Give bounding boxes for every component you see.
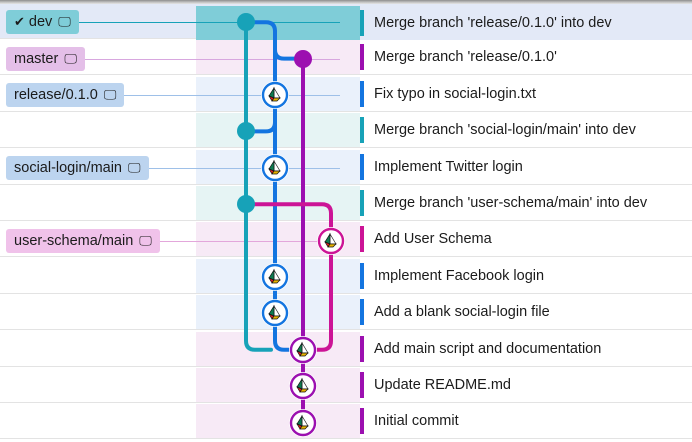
merge-commit-node[interactable] — [294, 49, 312, 68]
commit-node[interactable] — [261, 81, 289, 109]
commit-message: Update README.md — [374, 377, 511, 393]
merge-commit-node[interactable] — [237, 122, 255, 141]
table-row[interactable]: Update README.md — [0, 368, 692, 402]
table-row[interactable]: Initial commit — [0, 404, 692, 439]
row-graph-band — [196, 331, 360, 366]
branch-label-connector — [124, 95, 340, 96]
row-message-background — [360, 76, 692, 111]
window-top-edge — [0, 0, 692, 4]
row-separator — [0, 183, 692, 185]
commit-node[interactable] — [317, 226, 345, 255]
row-message-background — [360, 149, 692, 184]
row-graph-band — [196, 40, 360, 75]
branch-color-bar — [360, 226, 364, 253]
commit-node[interactable] — [261, 299, 289, 328]
branch-label-connector — [159, 240, 340, 242]
row-separator — [0, 220, 692, 221]
monitor-icon: 🖵 — [128, 160, 141, 176]
row-graph-band — [196, 404, 360, 439]
row-message-background — [360, 404, 692, 439]
row-message-background — [360, 295, 692, 330]
row-separator — [0, 438, 692, 440]
row-message-background — [360, 186, 692, 220]
branch-label-text: social-login/main — [14, 159, 122, 176]
commit-message: Add User Schema — [374, 231, 492, 248]
row-message-background — [360, 40, 692, 75]
row-message-background — [360, 222, 692, 257]
table-row[interactable]: Add a blank social-login file — [0, 295, 692, 330]
row-graph-band — [196, 113, 360, 148]
table-row[interactable]: Merge branch 'social-login/main' into de… — [0, 113, 692, 148]
branch-color-bar — [360, 117, 364, 144]
table-row[interactable]: Merge branch 'user-schema/main' into dev — [0, 186, 692, 220]
table-row[interactable]: Add main script and documentation — [0, 331, 692, 366]
row-separator — [0, 329, 692, 331]
commit-message: Merge branch 'social-login/main' into de… — [374, 122, 636, 139]
branch-label-connector — [78, 22, 340, 24]
commit-message: Initial commit — [374, 413, 459, 430]
row-separator — [0, 292, 692, 294]
row-message-background — [360, 331, 692, 366]
branch-color-bar — [360, 335, 364, 362]
check-icon: ✔ — [14, 14, 25, 30]
commit-message: Merge branch 'release/0.1.0' into dev — [374, 15, 612, 31]
commit-message: Implement Facebook login — [374, 267, 545, 284]
branch-label-text: release/0.1.0 — [14, 87, 98, 103]
monitor-icon: 🖵 — [103, 88, 117, 103]
monitor-icon: 🖵 — [139, 233, 152, 249]
table-row[interactable]: Merge branch 'release/0.1.0' — [0, 40, 692, 75]
branch-label-connector — [84, 58, 340, 60]
commit-message: Merge branch 'release/0.1.0' — [374, 49, 557, 66]
branch-label-connector — [148, 167, 340, 169]
commit-node[interactable] — [289, 408, 317, 437]
monitor-icon: 🖵 — [58, 15, 71, 31]
branch-color-bar — [360, 10, 364, 36]
commit-message: Add a blank social-login file — [374, 304, 550, 321]
branch-color-bar — [360, 190, 364, 216]
branch-color-bar — [360, 408, 364, 435]
row-graph-band — [196, 368, 360, 402]
commit-node[interactable] — [261, 153, 289, 182]
commit-message: Merge branch 'user-schema/main' into dev — [374, 195, 648, 211]
merge-commit-node[interactable] — [237, 13, 255, 32]
commit-message: Implement Twitter login — [374, 158, 523, 175]
row-separator — [0, 256, 692, 258]
branch-color-bar — [360, 262, 364, 289]
table-row[interactable]: Implement Facebook login — [0, 258, 692, 293]
branch-color-bar — [360, 44, 364, 71]
row-separator — [0, 402, 692, 403]
commit-node[interactable] — [289, 372, 317, 401]
branch-color-bar — [360, 372, 364, 398]
row-message-background — [360, 258, 692, 293]
row-separator — [0, 365, 692, 367]
row-separator — [0, 74, 692, 76]
selected-row-message-band — [360, 6, 692, 40]
branch-color-bar — [360, 299, 364, 326]
branch-label-user-schema-main[interactable]: user-schema/main 🖵 — [6, 228, 160, 253]
branch-label-master[interactable]: master 🖵 — [6, 46, 85, 71]
commit-message: Fix typo in social-login.txt — [374, 85, 536, 102]
branch-color-bar — [360, 153, 364, 180]
row-graph-band — [196, 186, 360, 220]
branch-label-release-0-1-0[interactable]: release/0.1.0 🖵 — [6, 83, 125, 107]
row-separator — [0, 110, 692, 112]
branch-color-bar — [360, 80, 364, 107]
row-message-background — [360, 113, 692, 148]
merge-commit-node[interactable] — [237, 195, 255, 214]
commit-node[interactable] — [261, 263, 289, 291]
branch-label-text: user-schema/main — [14, 232, 134, 249]
branch-label-dev[interactable]: ✔dev 🖵 — [6, 10, 79, 35]
row-separator — [0, 147, 692, 149]
branch-label-text: dev — [28, 14, 53, 31]
commit-list[interactable]: Merge branch 'release/0.1.0' into devMer… — [0, 4, 692, 442]
row-message-background — [360, 368, 692, 402]
branch-label-social-login-main[interactable]: social-login/main 🖵 — [6, 155, 149, 180]
branch-label-text: master — [14, 50, 59, 67]
monitor-icon: 🖵 — [64, 51, 77, 67]
commit-node[interactable] — [289, 335, 317, 364]
commit-message: Add main script and documentation — [374, 340, 602, 357]
